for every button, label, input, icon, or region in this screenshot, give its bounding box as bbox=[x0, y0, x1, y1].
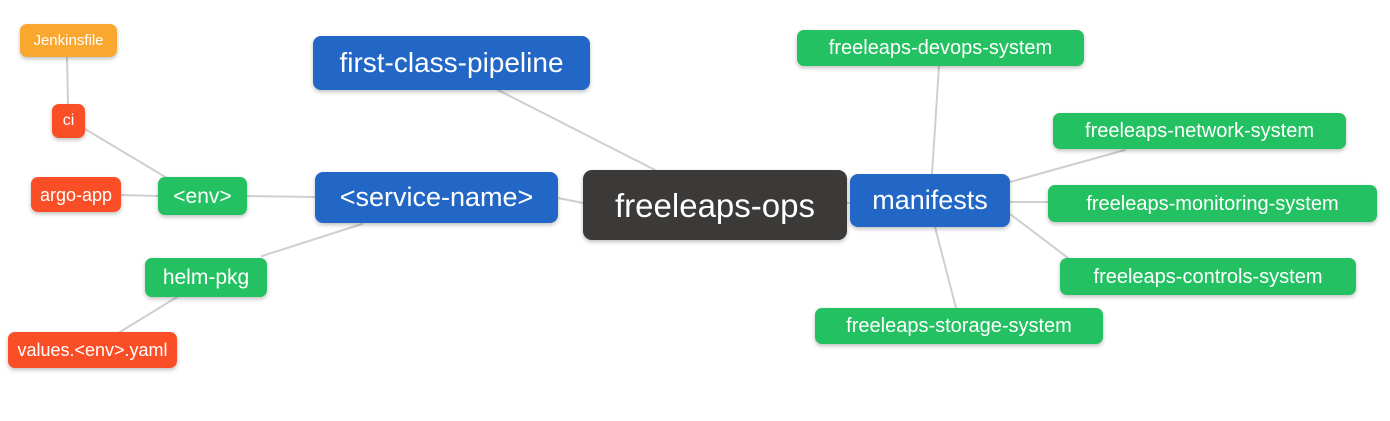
edge-manifests-controls bbox=[1009, 213, 1073, 262]
node-service-name[interactable]: <service-name> bbox=[315, 172, 558, 223]
edge-env-service-name bbox=[246, 195, 316, 198]
node-freeleaps-storage-system[interactable]: freeleaps-storage-system bbox=[815, 308, 1103, 344]
edge-argo-app-env bbox=[120, 194, 159, 197]
edge-service-name-root bbox=[557, 197, 584, 204]
node-freeleaps-network-system[interactable]: freeleaps-network-system bbox=[1053, 113, 1346, 149]
edge-first-class-pipeline-root bbox=[497, 89, 656, 171]
node-freeleaps-ops-root[interactable]: freeleaps-ops bbox=[583, 170, 847, 240]
edge-manifests-network bbox=[1009, 149, 1126, 183]
node-argo-app[interactable]: argo-app bbox=[31, 177, 121, 212]
edge-jenkinsfile-ci bbox=[66, 56, 69, 105]
edge-helm-pkg-values-yaml bbox=[119, 296, 178, 333]
node-helm-pkg[interactable]: helm-pkg bbox=[145, 258, 267, 297]
node-values-env-yaml[interactable]: values.<env>.yaml bbox=[8, 332, 177, 368]
node-freeleaps-controls-system[interactable]: freeleaps-controls-system bbox=[1060, 258, 1356, 295]
node-freeleaps-monitoring-system[interactable]: freeleaps-monitoring-system bbox=[1048, 185, 1377, 222]
edge-service-name-helm-pkg bbox=[261, 223, 363, 257]
node-env[interactable]: <env> bbox=[158, 177, 247, 215]
edge-ci-env bbox=[84, 128, 168, 179]
node-freeleaps-devops-system[interactable]: freeleaps-devops-system bbox=[797, 30, 1084, 66]
node-manifests[interactable]: manifests bbox=[850, 174, 1010, 227]
node-first-class-pipeline[interactable]: first-class-pipeline bbox=[313, 36, 590, 90]
node-ci[interactable]: ci bbox=[52, 104, 85, 138]
edge-manifests-devops bbox=[931, 65, 940, 175]
node-jenkinsfile[interactable]: Jenkinsfile bbox=[20, 24, 117, 57]
edge-manifests-storage bbox=[934, 226, 957, 309]
